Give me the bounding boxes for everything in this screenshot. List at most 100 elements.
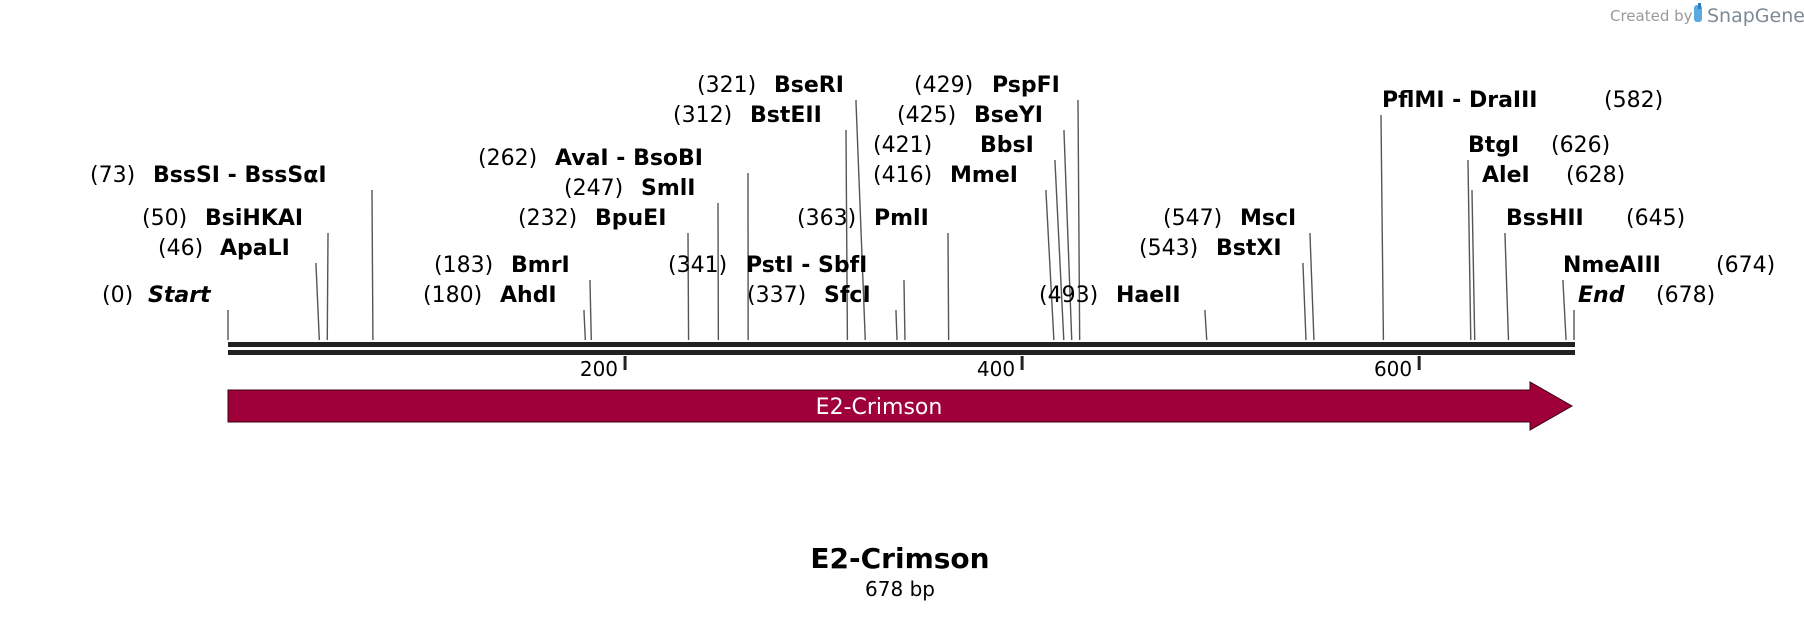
site-leader-line [845,130,849,341]
site-avai-bsobi[interactable]: (262)AvaI - BsoBI [478,146,749,341]
site-haeii[interactable]: (493) HaeII [1039,283,1208,341]
ruler-tick-mark [1020,356,1024,370]
site-name: BseRI [774,73,844,98]
site-position: (183) [434,253,493,278]
feature-arrow[interactable] [227,381,1574,431]
site-name: BstXI [1216,236,1282,261]
site-name: PflMI - DraIII [1382,88,1537,113]
site-name: HaeII [1116,283,1181,308]
ruler-tick-600: 600 [1374,356,1421,381]
site-position: (547) [1163,206,1222,231]
ruler-tick-200: 200 [580,356,627,381]
site-name: BtgI [1468,133,1519,158]
site-position: (50) [142,206,187,231]
site-name: End [1578,283,1625,308]
backbone-top-strand [228,342,1575,347]
site-name: BsiHKAI [205,206,303,231]
site-name: AhdI [500,283,557,308]
site-nmeaiii[interactable]: (674)NmeAIII [1562,253,1775,341]
site-leader-line [589,280,593,341]
site-leader-line [687,233,690,341]
site-leader-line [1380,115,1385,341]
site-bsssi-bsss-i[interactable]: (73) BssSI - BssSαI [90,163,374,341]
site-leader-line [1562,280,1567,341]
site-position: (674) [1716,253,1775,278]
site-msci[interactable]: (547) MscI [1163,206,1315,341]
site-bsihkai[interactable]: (50) BsiHKAI [142,206,329,341]
site-bseyi[interactable]: (425) BseYI [897,103,1073,341]
sequence-title: E2-Crimson [810,542,989,575]
site-leader-line [947,233,950,341]
site-smli[interactable]: (247) SmlI [564,176,720,341]
site-leader-line [855,100,866,341]
site-name: BssHII [1506,206,1584,231]
site-name: BbsI [980,133,1034,158]
site-name: ApaLI [220,236,290,261]
site-leader-line [326,233,329,341]
site-name: PmlI [874,206,929,231]
site-position: (337) [747,283,806,308]
site-pspfi[interactable]: (429)PspFI [914,73,1081,341]
site-position: (678) [1656,283,1715,308]
site-position: (262) [478,146,537,171]
site-leader-line [1054,160,1065,341]
site-start[interactable]: (0)Start [102,283,229,340]
site-pflmi-draiii[interactable]: (582) PflMI - DraIII [1380,88,1663,341]
site-position: (582) [1604,88,1663,113]
site-alei[interactable]: (628)AleI [1471,163,1625,341]
site-leader-line [1302,263,1307,341]
site-position: (73) [90,163,135,188]
site-end[interactable]: (678) End [1573,283,1715,340]
site-name: SmlI [641,176,696,201]
site-bseri[interactable]: (321) BseRI [697,73,866,341]
site-position: (247) [564,176,623,201]
ruler-tick-mark [623,356,627,370]
site-pmli[interactable]: (363)PmlI [797,206,950,341]
site-position: (321) [697,73,756,98]
backbone-bottom-strand [228,350,1575,355]
site-position: (493) [1039,283,1098,308]
site-bsteii[interactable]: (312) BstEII [673,103,849,341]
site-position: (429) [914,73,973,98]
site-position: (628) [1566,163,1625,188]
site-name: BseYI [974,103,1043,128]
site-btgi[interactable]: (626) BtgI [1467,133,1610,341]
site-mmei[interactable]: (416)MmeI [873,163,1055,341]
site-leader-line [1077,100,1081,341]
snapgene-logo-icon [1694,3,1702,22]
site-leader-line [1471,190,1476,341]
site-name: MscI [1240,206,1296,231]
site-leader-line [1063,130,1073,341]
site-position: (425) [897,103,956,128]
site-bmri[interactable]: (183)BmrI [434,253,593,341]
site-psti-sbfi[interactable]: (341)PstI - SbfI [668,253,906,341]
dna-backbone [228,342,1575,355]
site-position: (645) [1626,206,1685,231]
site-bpuei[interactable]: (232)BpuEI [518,206,690,341]
ruler-tick-400: 400 [977,356,1024,381]
feature-e2-crimson[interactable]: E2-Crimson [227,381,1574,431]
site-leader-line [315,263,321,341]
site-position: (421) [873,133,932,158]
site-bbsi[interactable]: (421) BbsI [873,133,1065,341]
site-leader-line [1309,233,1315,341]
site-position: (46) [158,236,203,261]
site-position: (416) [873,163,932,188]
site-leader-line [895,310,898,341]
site-position: (626) [1551,133,1610,158]
site-leader-line [903,280,906,341]
site-apali[interactable]: (46) ApaLI [158,236,321,341]
site-sfci[interactable]: (337)SfcI [747,283,898,341]
credit-brand: SnapGene [1707,5,1804,27]
site-name: BstEII [750,103,822,128]
site-name: BssSI - BssSαI [153,163,327,188]
site-leader-line [1204,310,1208,341]
credit-prefix: Created by [1610,7,1693,25]
site-bsshii[interactable]: (645) BssHII [1504,206,1685,341]
site-bstxi[interactable]: (543)BstXI [1139,236,1307,341]
site-position: (312) [673,103,732,128]
site-name: PstI - SbfI [746,253,867,278]
restriction-sites: (0)Start (46) ApaLI (50) BsiHKAI (73) BssSI - … [90,73,1775,341]
site-ahdi[interactable]: (180)AhdI [423,283,587,341]
